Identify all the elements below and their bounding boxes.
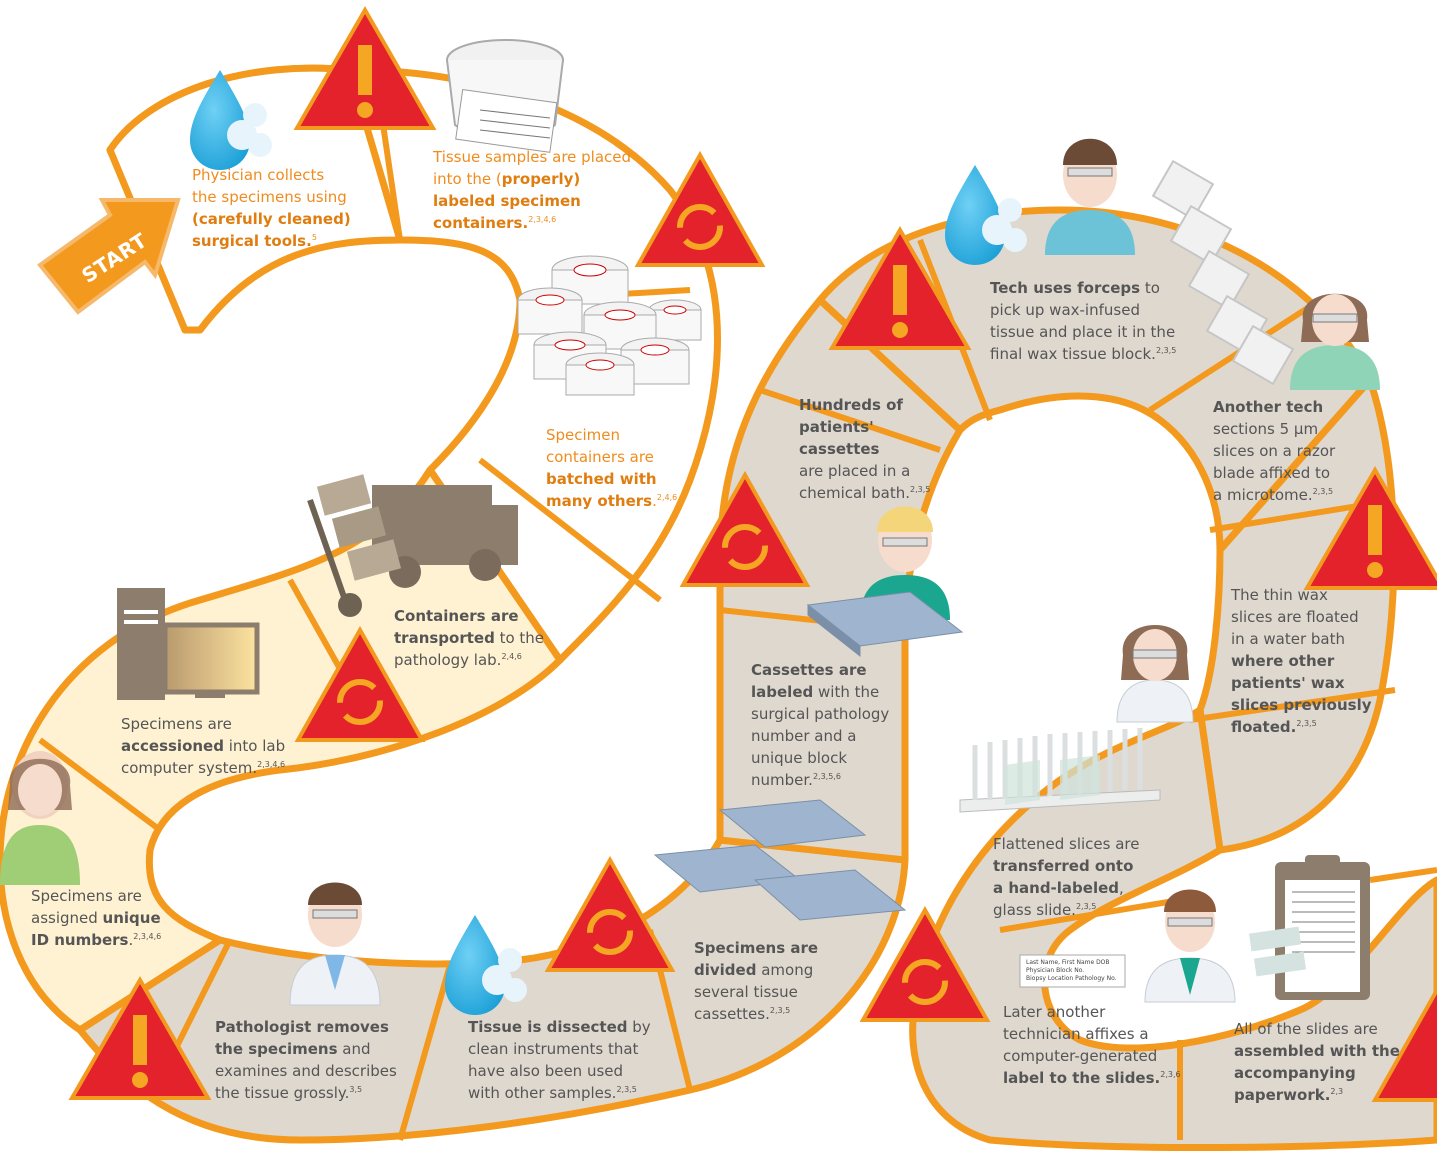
batched-containers-icon bbox=[517, 255, 702, 396]
refresh-icon bbox=[679, 470, 811, 587]
slide-label-text: Last Name, First Name DOB Physician Bloc… bbox=[1026, 959, 1117, 982]
step-cassettes-labeled: Cassettes are labeled with the surgical … bbox=[751, 661, 890, 789]
refresh-icon bbox=[634, 150, 766, 267]
step-divided: Specimens are divided among several tiss… bbox=[694, 939, 819, 1023]
slide-label-card bbox=[1019, 954, 1126, 988]
truck-icon bbox=[307, 474, 518, 617]
specimen-container-icon bbox=[446, 39, 564, 153]
step-unique-id: Specimens are assigned unique ID numbers… bbox=[31, 887, 162, 949]
step-batched: Specimen containers are batched with man… bbox=[546, 426, 678, 510]
technician-woman-icon bbox=[0, 751, 80, 885]
path-track bbox=[0, 64, 1437, 1151]
warning-icons bbox=[68, 5, 1437, 1100]
step-glass-slide: Flattened slices are transferred onto a … bbox=[993, 835, 1140, 919]
start-arrow bbox=[37, 198, 181, 315]
lab-man-icon bbox=[1144, 889, 1236, 1003]
step-dissected: Tissue is dissected by clean instruments… bbox=[468, 1018, 651, 1102]
computer-icon bbox=[117, 588, 260, 700]
warning-icon bbox=[293, 5, 437, 130]
soap-drop-icon bbox=[445, 915, 527, 1015]
refresh-icon bbox=[294, 625, 426, 742]
step-accessioned: Specimens are accessioned into lab compu… bbox=[121, 715, 286, 777]
tech-woman-icon bbox=[1290, 293, 1380, 390]
cassette-icons bbox=[653, 591, 964, 921]
soap-drop-icons bbox=[190, 70, 1027, 1015]
clipboard-icon bbox=[1248, 855, 1370, 1000]
lab-woman-icon bbox=[1116, 625, 1194, 723]
pathologist-icon bbox=[289, 882, 381, 1006]
tech-man-icon bbox=[1045, 138, 1135, 255]
soap-drop-icon bbox=[190, 70, 272, 170]
step-chemical-bath: Hundreds of patients' cassettes are plac… bbox=[799, 396, 931, 502]
people-icons bbox=[0, 138, 1380, 1006]
wax-slices-icon bbox=[1151, 159, 1295, 386]
warning-icon bbox=[828, 225, 972, 350]
step-pathologist-removes: Pathologist removes the specimens and ex… bbox=[215, 1018, 397, 1102]
step-computer-label: Later another technician affixes a compu… bbox=[1003, 1003, 1181, 1087]
step-physician-collects: Physician collects the specimens using (… bbox=[192, 166, 351, 250]
refresh-icon bbox=[1371, 985, 1437, 1102]
step-transported: Containers are transported to the pathol… bbox=[394, 607, 545, 669]
slide-rack-icon bbox=[959, 728, 1161, 813]
step-forceps: Tech uses forceps to pick up wax-infused… bbox=[990, 279, 1177, 363]
step-tissue-placed: Tissue samples are placed into the (prop… bbox=[433, 148, 632, 232]
step-another-tech: Another tech sections 5 µm slices on a r… bbox=[1213, 398, 1336, 504]
step-water-bath: The thin wax slices are floated in a wat… bbox=[1231, 586, 1372, 736]
refresh-icon bbox=[859, 905, 991, 1022]
soap-drop-icon bbox=[945, 165, 1027, 265]
step-assembled: All of the slides are assembled with the… bbox=[1234, 1020, 1400, 1104]
refresh-icon bbox=[544, 855, 676, 972]
cycle-icons bbox=[294, 150, 1437, 1102]
warning-icon bbox=[68, 975, 212, 1100]
warning-icon bbox=[1303, 465, 1437, 590]
